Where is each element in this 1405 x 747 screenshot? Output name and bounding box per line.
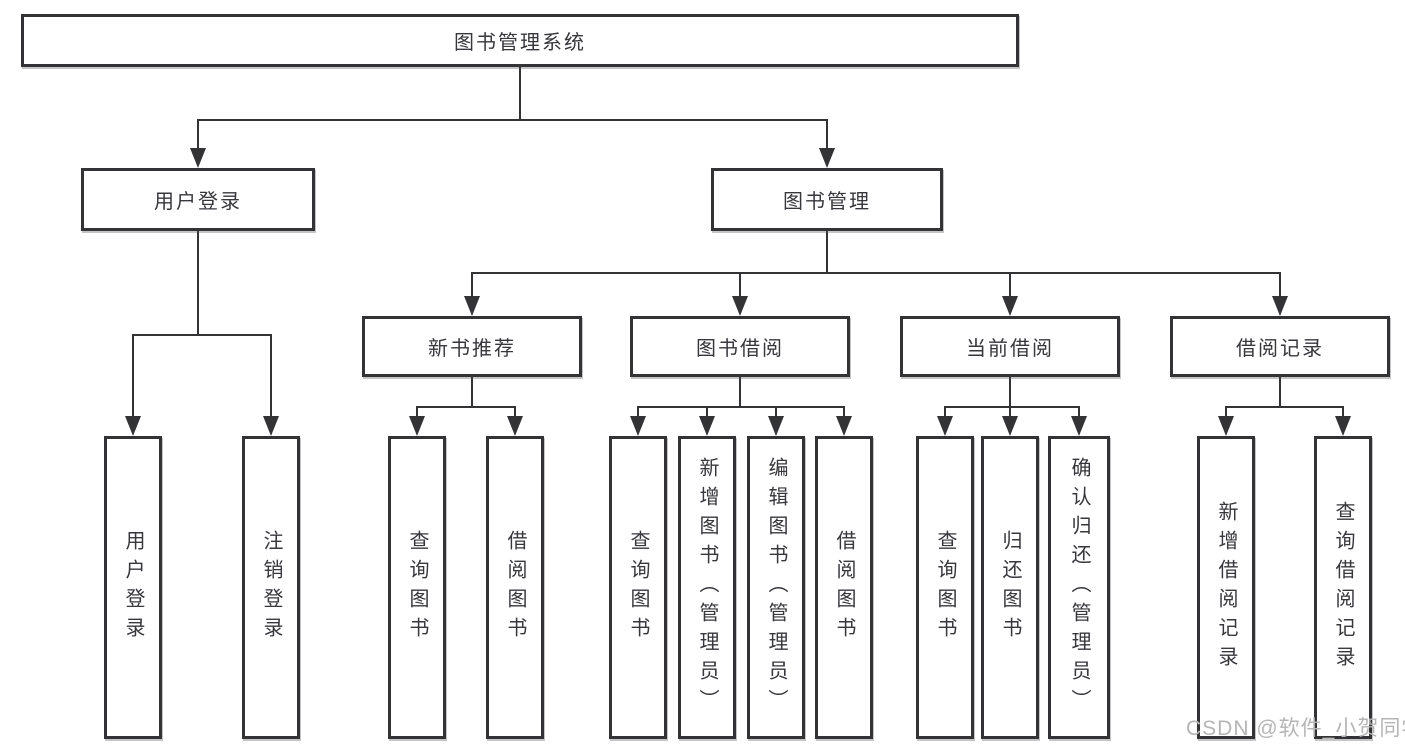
arrow-down-icon xyxy=(1272,296,1288,316)
connector-line xyxy=(706,406,708,418)
arrow-down-icon xyxy=(699,416,715,436)
leaf-borrow-books-borrowing: 借阅图书 xyxy=(815,436,873,739)
leaf-user-login: 用户登录 xyxy=(104,436,162,739)
leaf-label: 查询图书 xyxy=(934,529,956,646)
connector-line xyxy=(944,406,946,418)
connector-line xyxy=(1009,377,1011,408)
leaf-return-books: 归还图书 xyxy=(981,436,1039,739)
node-label: 借阅记录 xyxy=(1236,338,1324,360)
connector-line xyxy=(471,377,473,408)
leaf-query-books-borrowing: 查询图书 xyxy=(609,436,667,739)
node-book-borrowing: 图书借阅 xyxy=(630,316,850,377)
leaf-edit-books-admin: 编辑图书（管理员） xyxy=(747,436,805,739)
connector-line xyxy=(944,406,1080,408)
node-label: 图书管理 xyxy=(783,191,871,213)
leaf-confirm-return-admin: 确认归还（管理员） xyxy=(1048,436,1110,739)
node-label: 新书推荐 xyxy=(428,338,516,360)
leaf-label: 新增借阅记录 xyxy=(1215,500,1237,675)
node-user-login: 用户登录 xyxy=(81,168,315,231)
node-book-management: 图书管理 xyxy=(711,168,943,231)
connector-line xyxy=(739,377,741,408)
leaf-add-borrow-record: 新增借阅记录 xyxy=(1197,436,1255,739)
arrow-down-icon xyxy=(732,296,748,316)
connector-line xyxy=(514,406,516,418)
leaf-query-books-current: 查询图书 xyxy=(916,436,974,739)
node-new-book-recommend: 新书推荐 xyxy=(362,316,582,377)
leaf-label: 查询图书 xyxy=(406,529,428,646)
connector-line xyxy=(416,406,516,408)
connector-line xyxy=(1078,406,1080,418)
arrow-down-icon xyxy=(630,416,646,436)
leaf-label: 借阅图书 xyxy=(504,529,526,646)
leaf-label: 归还图书 xyxy=(999,529,1021,646)
arrow-down-icon xyxy=(768,416,784,436)
connector-line xyxy=(197,119,199,150)
arrow-down-icon xyxy=(1002,416,1018,436)
connector-line xyxy=(739,272,741,298)
connector-line xyxy=(826,119,828,150)
arrow-down-icon xyxy=(1071,416,1087,436)
node-label: 图书管理系统 xyxy=(454,32,586,54)
connector-line xyxy=(197,119,828,121)
leaf-label: 确认归还（管理员） xyxy=(1068,457,1090,718)
leaf-label: 用户登录 xyxy=(122,529,144,646)
leaf-label: 查询借阅记录 xyxy=(1332,500,1354,675)
connector-line xyxy=(1342,406,1344,418)
arrow-down-icon xyxy=(836,416,852,436)
connector-line xyxy=(826,231,828,274)
arrow-down-icon xyxy=(464,296,480,316)
arrow-down-icon xyxy=(1218,416,1234,436)
connector-line xyxy=(637,406,845,408)
leaf-label: 新增图书（管理员） xyxy=(696,457,718,718)
arrow-down-icon xyxy=(819,148,835,168)
node-label: 用户登录 xyxy=(154,191,242,213)
arrow-down-icon xyxy=(507,416,523,436)
leaf-label: 编辑图书（管理员） xyxy=(765,457,787,718)
leaf-label: 借阅图书 xyxy=(833,529,855,646)
leaf-query-borrow-record: 查询借阅记录 xyxy=(1314,436,1372,739)
arrow-down-icon xyxy=(937,416,953,436)
arrow-down-icon xyxy=(125,416,141,436)
watermark: CSDN @软件_小贺同学 xyxy=(1186,717,1405,740)
leaf-query-books-recommend: 查询图书 xyxy=(388,436,446,739)
connector-line xyxy=(775,406,777,418)
leaf-add-books-admin: 新增图书（管理员） xyxy=(678,436,736,739)
connector-line xyxy=(1009,406,1011,418)
arrow-down-icon xyxy=(190,148,206,168)
connector-line xyxy=(519,67,521,121)
connector-line xyxy=(1279,272,1281,298)
connector-line xyxy=(637,406,639,418)
connector-line xyxy=(843,406,845,418)
connector-line xyxy=(197,231,199,336)
connector-line xyxy=(132,334,272,336)
arrow-down-icon xyxy=(263,416,279,436)
connector-line xyxy=(416,406,418,418)
node-borrowing-records: 借阅记录 xyxy=(1170,316,1390,377)
arrow-down-icon xyxy=(409,416,425,436)
node-current-borrowing: 当前借阅 xyxy=(900,316,1120,377)
connector-line xyxy=(1279,377,1281,408)
connector-line xyxy=(270,334,272,418)
connector-line xyxy=(471,272,473,298)
connector-line xyxy=(1225,406,1227,418)
leaf-logout-login: 注销登录 xyxy=(242,436,300,739)
arrow-down-icon xyxy=(1335,416,1351,436)
leaf-borrow-books-recommend: 借阅图书 xyxy=(486,436,544,739)
leaf-label: 查询图书 xyxy=(627,529,649,646)
node-label: 当前借阅 xyxy=(966,338,1054,360)
connector-line xyxy=(1009,272,1011,298)
leaf-label: 注销登录 xyxy=(260,529,282,646)
node-label: 图书借阅 xyxy=(696,338,784,360)
node-library-system: 图书管理系统 xyxy=(21,14,1019,67)
connector-line xyxy=(471,272,1281,274)
connector-line xyxy=(132,334,134,418)
arrow-down-icon xyxy=(1002,296,1018,316)
connector-line xyxy=(1225,406,1344,408)
